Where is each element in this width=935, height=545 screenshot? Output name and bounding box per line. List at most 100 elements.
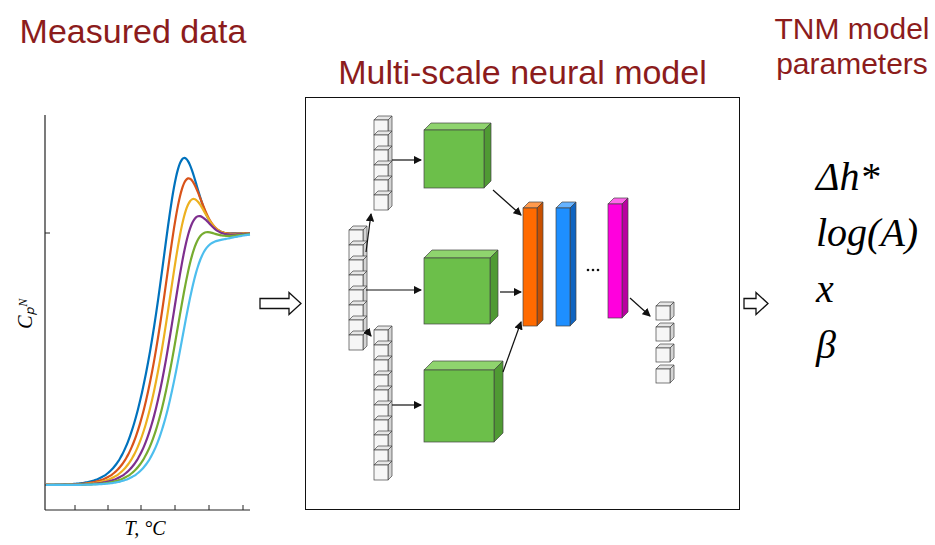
- vector-cell-side: [363, 331, 367, 350]
- arrow-line: [493, 190, 521, 215]
- hollow-arrow: [260, 293, 301, 315]
- tick: [175, 505, 176, 510]
- vector-cell: [374, 461, 392, 480]
- arrow-line: [366, 214, 371, 252]
- vector-cell: [349, 331, 367, 350]
- axis-label: T, °C: [95, 517, 195, 540]
- model-box: Multi-scale neural model: [305, 97, 740, 510]
- x-axis: [45, 509, 250, 510]
- vector-cell: [374, 146, 392, 165]
- dense-layer: [523, 202, 543, 326]
- tick: [75, 505, 76, 510]
- conv-block-side: [494, 361, 503, 442]
- dense-layer-front: [608, 204, 622, 318]
- tick: [141, 505, 142, 510]
- output-cell-side: [670, 302, 674, 320]
- vector-cell: [374, 341, 392, 360]
- vector-cell: [349, 256, 367, 275]
- dense-layer-side: [537, 202, 543, 326]
- cp-curve: [46, 232, 250, 485]
- conv-block-top: [424, 123, 491, 130]
- tick: [243, 505, 244, 510]
- dense-layer: [556, 202, 576, 326]
- y-axis: [44, 115, 45, 510]
- dense-layer-side: [570, 202, 576, 326]
- column-heading: Measured data: [10, 12, 256, 51]
- conv-block: [424, 361, 503, 442]
- chart-panel: Measured data: [10, 12, 256, 510]
- parameter-list: TNM model parametersΔh*log(A)xβ: [772, 12, 932, 510]
- arrow-line: [392, 159, 421, 160]
- vector-cell: [374, 356, 392, 375]
- vector-cell-front: [374, 465, 388, 480]
- vector-cell: [349, 316, 367, 335]
- vector-cell: [374, 386, 392, 405]
- arrow-line: [503, 322, 521, 372]
- output-cell-side: [670, 323, 674, 341]
- tick: [209, 505, 210, 510]
- dense-layer: [608, 198, 628, 318]
- cp-curve: [46, 199, 250, 485]
- vector-cell: [374, 416, 392, 435]
- cp-curve: [46, 216, 250, 485]
- ellipsis-dot: [592, 269, 595, 272]
- dense-layer-front: [523, 208, 537, 326]
- conv-block: [424, 250, 498, 324]
- arrow-line: [392, 404, 421, 405]
- output-cell: [656, 302, 674, 320]
- vector-cell-side: [388, 191, 392, 210]
- vector-cell: [374, 116, 392, 135]
- conv-block-side: [484, 123, 491, 188]
- arrow-line: [366, 330, 371, 336]
- vector-cell: [374, 326, 392, 345]
- output-cell-side: [670, 344, 674, 362]
- parameter-symbol: x: [816, 261, 932, 317]
- parameter-symbol: Δh*: [816, 149, 932, 205]
- vector-cell: [374, 431, 392, 450]
- conv-block-front: [424, 370, 494, 442]
- parameter-symbol: log(A): [816, 205, 932, 261]
- arrow-line: [366, 289, 421, 290]
- conv-block-top: [424, 250, 498, 258]
- curves: [46, 158, 250, 485]
- cp-curve: [46, 235, 250, 485]
- vector-cell: [349, 226, 367, 245]
- conv-block-front: [424, 130, 484, 188]
- cp-curve: [46, 158, 250, 485]
- conv-block-side: [490, 250, 498, 324]
- cp-curve: [46, 178, 250, 485]
- column-heading: Multi-scale neural model: [306, 53, 739, 92]
- vector-cell-side: [388, 461, 392, 480]
- output-cell-front: [656, 306, 670, 320]
- output-cell: [656, 365, 674, 383]
- vector-cell: [349, 241, 367, 260]
- arrow-line: [500, 291, 521, 292]
- conv-blocks: [424, 123, 674, 442]
- vector-cell: [349, 271, 367, 290]
- conv-block-top: [424, 361, 503, 370]
- chart: [45, 115, 250, 510]
- column-heading: TNM model parameters: [772, 12, 932, 81]
- parameter-symbol: β: [816, 317, 932, 373]
- vector-cell: [349, 301, 367, 320]
- dense-layer-side: [622, 198, 628, 318]
- output-cell-front: [656, 348, 670, 362]
- ellipsis-dot: [597, 269, 600, 272]
- tick: [45, 233, 50, 234]
- output-cell-front: [656, 369, 670, 383]
- vector-cell: [349, 286, 367, 305]
- vector-cell-front: [349, 335, 363, 350]
- output-cell-side: [670, 365, 674, 383]
- conv-block: [424, 123, 491, 188]
- dense-layer-front: [556, 208, 570, 326]
- vector-cell: [374, 371, 392, 390]
- vector-cell: [374, 401, 392, 420]
- tick: [108, 505, 109, 510]
- vector-cell: [374, 161, 392, 180]
- input-vectors: [349, 116, 392, 480]
- conv-block-front: [424, 258, 490, 324]
- vector-cell-front: [374, 195, 388, 210]
- vector-cell: [374, 446, 392, 465]
- vector-cell: [374, 176, 392, 195]
- neural-net: [349, 116, 674, 480]
